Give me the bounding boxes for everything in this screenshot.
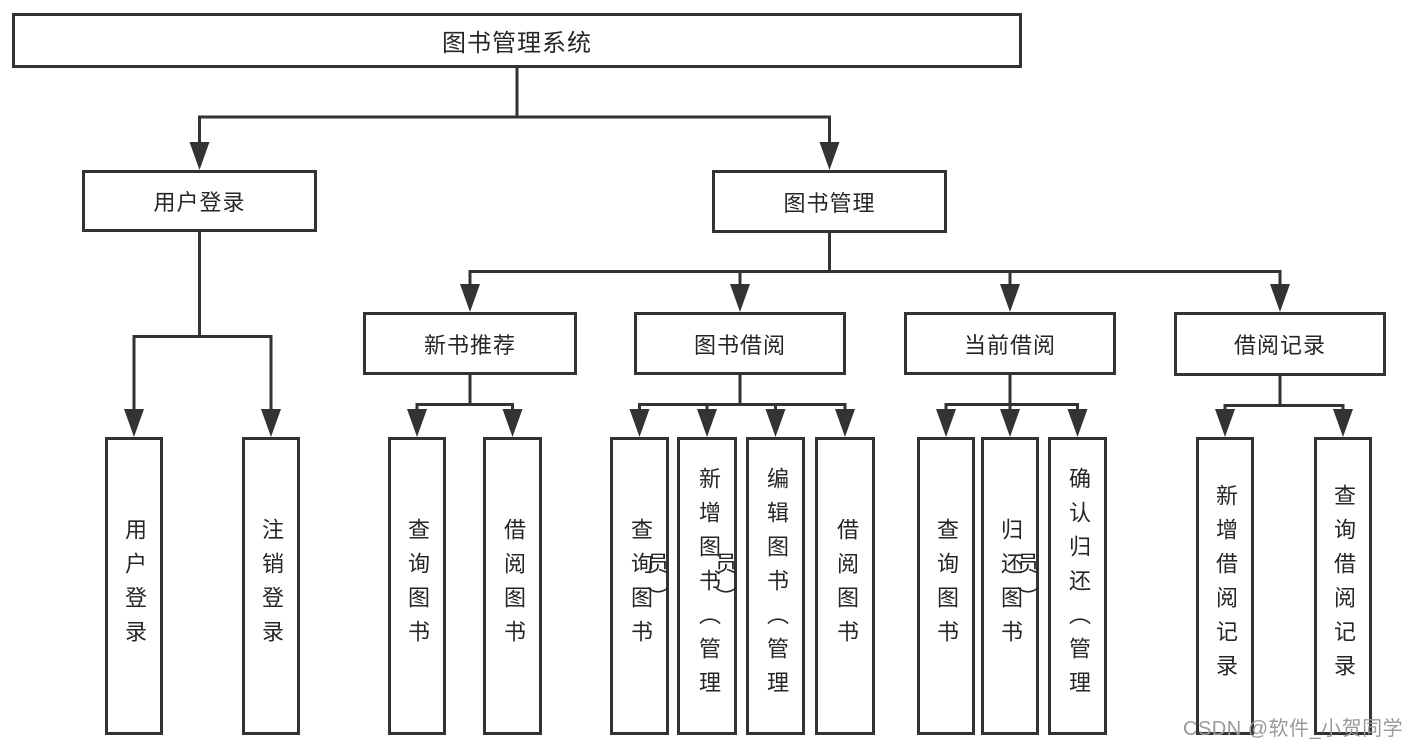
- node-new-book-recommend: 新书推荐: [363, 312, 577, 375]
- leaf-return-books: 归还图书: [981, 437, 1039, 735]
- leaf-query-books-recommend: 查询图书: [388, 437, 446, 735]
- node-library-management-system: 图书管理系统: [12, 13, 1022, 68]
- leaf-borrow-books-borrowing: 借阅图书: [815, 437, 875, 735]
- csdn-watermark: CSDN @软件_小贺同学: [1183, 718, 1404, 740]
- leaf-logout: 注销登录: [242, 437, 300, 735]
- node-borrowing-records: 借阅记录: [1174, 312, 1386, 376]
- leaf-add-borrow-record: 新增借阅记录: [1196, 437, 1254, 735]
- node-book-borrowing: 图书借阅: [634, 312, 846, 375]
- node-book-management: 图书管理: [712, 170, 947, 233]
- node-user-login: 用户登录: [82, 170, 317, 232]
- leaf-confirm-return-admin: 确认归还（管理员）: [1014, 437, 1107, 735]
- leaf-add-books-admin: 新增图书（管理员）: [644, 437, 737, 735]
- leaf-query-books-borrowing: 查询图书: [610, 437, 669, 735]
- leaf-user-login: 用户登录: [105, 437, 163, 735]
- node-current-borrowing: 当前借阅: [904, 312, 1116, 375]
- leaf-query-books-current: 查询图书: [917, 437, 975, 735]
- leaf-edit-books-admin: 编辑图书（管理员）: [712, 437, 805, 735]
- leaf-borrow-books-recommend: 借阅图书: [483, 437, 542, 735]
- leaf-query-borrow-record: 查询借阅记录: [1314, 437, 1372, 735]
